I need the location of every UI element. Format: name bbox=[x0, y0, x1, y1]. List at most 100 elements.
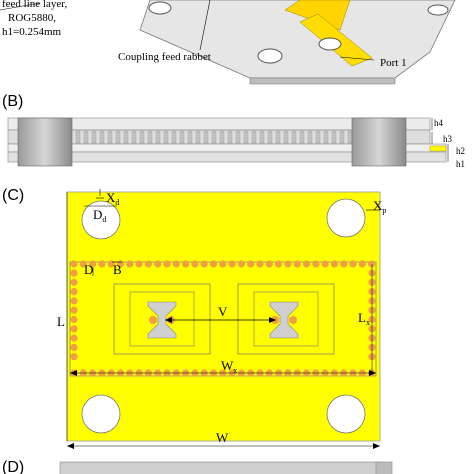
copper-board bbox=[66, 191, 381, 442]
mounting-hole-tl bbox=[81, 200, 121, 240]
mounting-hole-bl bbox=[81, 394, 121, 434]
fence-via bbox=[302, 260, 311, 268]
cross-section-via bbox=[211, 130, 217, 144]
d-label: D bbox=[84, 262, 93, 277]
mounting-hole-3d bbox=[427, 4, 449, 16]
patch-box-left-inner bbox=[129, 291, 195, 347]
mounting-hole-br bbox=[326, 394, 366, 434]
mounting-hole-3d bbox=[148, 1, 172, 15]
cross-section-via bbox=[131, 130, 137, 144]
fence-via bbox=[70, 353, 78, 361]
panel-d-board bbox=[59, 461, 381, 474]
w-label: W bbox=[216, 430, 229, 445]
fence-via bbox=[237, 260, 245, 268]
panel-d: (D) bbox=[2, 459, 393, 474]
fence-via bbox=[209, 260, 218, 268]
cross-section-via bbox=[235, 130, 241, 144]
feed-layer-label-1: feed line layer, bbox=[2, 0, 67, 10]
dim-wx-arrowhead bbox=[70, 370, 77, 376]
fence-via bbox=[200, 260, 208, 268]
b-label: B bbox=[113, 262, 122, 277]
feed-via bbox=[289, 316, 297, 324]
fence-via bbox=[256, 260, 264, 268]
cross-section-via bbox=[307, 130, 313, 144]
h-slot-left bbox=[147, 301, 177, 339]
via-comb bbox=[75, 130, 353, 144]
cross-section-via bbox=[315, 130, 321, 144]
dim-v-arrowhead bbox=[269, 317, 276, 323]
fence-via bbox=[154, 260, 162, 268]
xp-label: Xp bbox=[373, 198, 386, 215]
fence-via bbox=[163, 260, 171, 268]
fence-via bbox=[98, 260, 106, 268]
wx-label: Wx bbox=[221, 358, 237, 375]
fence-via bbox=[70, 306, 78, 314]
cross-section-via bbox=[267, 130, 273, 144]
panel-d-letter: (D) bbox=[2, 459, 24, 474]
panel-b-letter: (B) bbox=[2, 93, 23, 110]
cross-section-via bbox=[163, 130, 169, 144]
fence-via bbox=[172, 260, 180, 268]
fence-via bbox=[368, 260, 376, 268]
cross-section-via bbox=[179, 130, 185, 144]
fence-via bbox=[70, 269, 78, 277]
cross-section-via bbox=[275, 130, 281, 144]
fence-via bbox=[219, 260, 227, 268]
dim-wx-arrowhead bbox=[369, 370, 376, 376]
cross-section-via bbox=[331, 130, 337, 144]
cross-section-via bbox=[75, 130, 81, 144]
patch-box-left bbox=[113, 283, 211, 355]
cross-section-via bbox=[283, 130, 289, 144]
fence-via bbox=[358, 260, 366, 268]
cross-section-via bbox=[155, 130, 161, 144]
fence-via bbox=[70, 325, 78, 333]
h2-label: h2 bbox=[456, 146, 465, 156]
fence-via bbox=[70, 260, 78, 268]
panel-d-edge bbox=[375, 461, 393, 474]
cross-section-via bbox=[243, 130, 249, 144]
fence-via bbox=[349, 260, 357, 268]
screw-left bbox=[17, 117, 73, 167]
fence-via bbox=[191, 260, 199, 268]
panel-a: feed line layer, ROG5880, h1=0.254mm Cou… bbox=[0, 0, 456, 85]
dim-v-arrowhead bbox=[165, 317, 172, 323]
leader-line bbox=[199, 0, 211, 51]
mounting-hole-3d bbox=[318, 37, 342, 51]
board-3d-side bbox=[249, 77, 396, 85]
cross-section-via bbox=[299, 130, 305, 144]
v-label: V bbox=[218, 304, 228, 319]
fence-via bbox=[265, 260, 273, 268]
fence-via bbox=[70, 278, 78, 286]
panel-c: (C) Xd Dd Xp D B bbox=[2, 187, 386, 449]
fence-via bbox=[70, 343, 78, 351]
dd-label: Dd bbox=[93, 207, 106, 224]
port-1-label: Port 1 bbox=[380, 57, 407, 69]
cross-section-via bbox=[323, 130, 329, 144]
h3-label: h3 bbox=[443, 134, 453, 144]
cross-section-via bbox=[99, 130, 105, 144]
layer-h1 bbox=[7, 151, 447, 163]
dim-w-arrowhead bbox=[373, 443, 380, 449]
h-slot-right bbox=[269, 301, 299, 339]
cross-section-via bbox=[139, 130, 145, 144]
fence-via bbox=[70, 334, 78, 342]
cross-section-via bbox=[91, 130, 97, 144]
cross-section-via bbox=[195, 130, 201, 144]
cross-section-via bbox=[227, 130, 233, 144]
cross-section-via bbox=[203, 130, 209, 144]
fence-via bbox=[247, 260, 255, 268]
h4-label: h4 bbox=[434, 118, 444, 128]
lx-label: Lx bbox=[358, 310, 370, 327]
l-label: L bbox=[57, 314, 65, 329]
fence-via bbox=[182, 260, 190, 268]
fence-via bbox=[312, 260, 320, 268]
fence-via bbox=[126, 260, 134, 268]
mounting-hole-3d bbox=[257, 48, 283, 64]
cross-section-via bbox=[219, 130, 225, 144]
cross-section-via bbox=[83, 130, 89, 144]
fence-via bbox=[275, 260, 283, 268]
cross-section-via bbox=[107, 130, 113, 144]
cross-section-via bbox=[291, 130, 297, 144]
leader-line bbox=[0, 2, 41, 11]
